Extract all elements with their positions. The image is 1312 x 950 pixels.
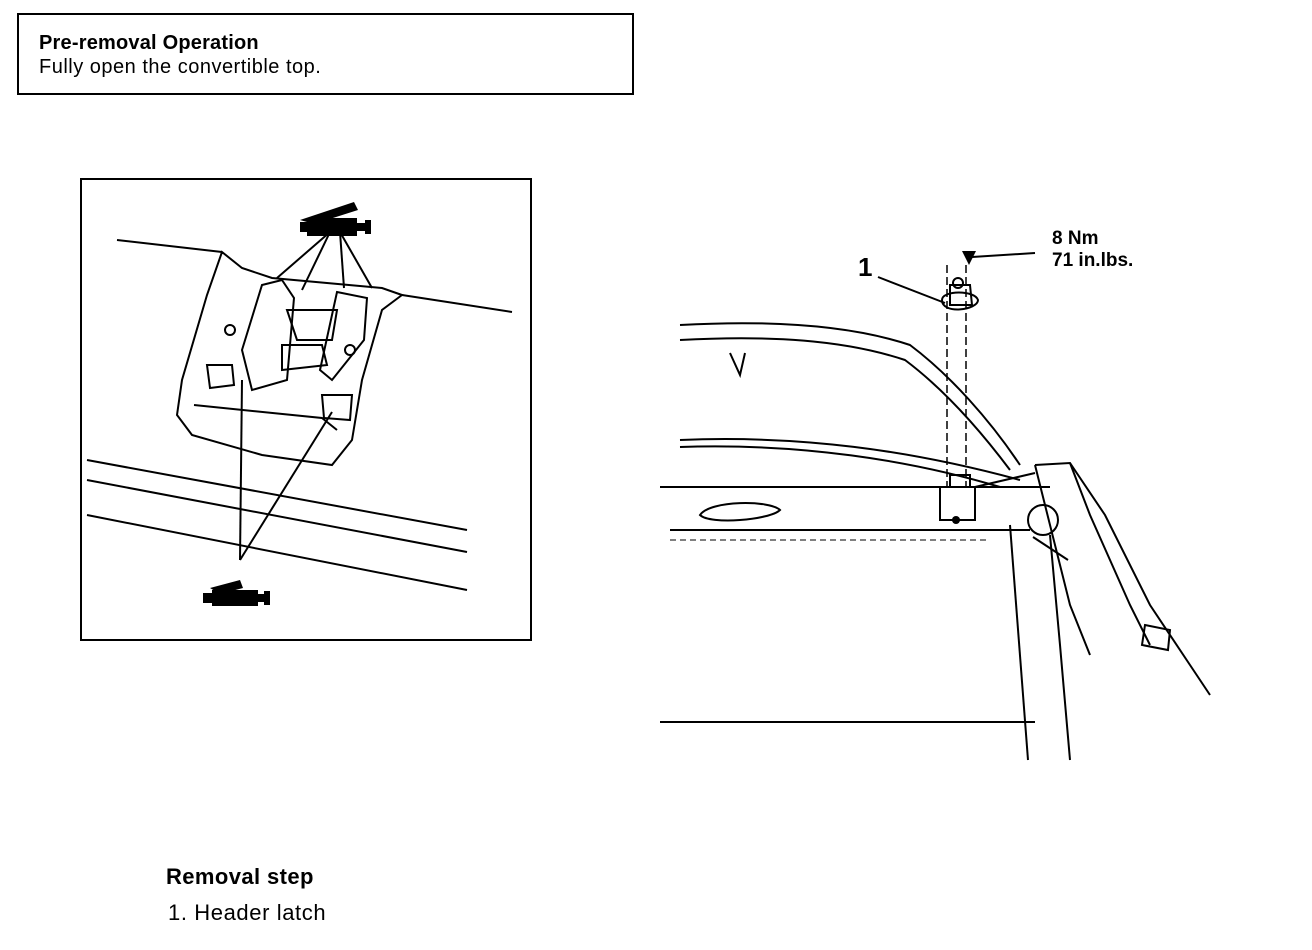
pre-removal-box: Pre-removal Operation Fully open the con… bbox=[17, 13, 634, 95]
removal-steps-title: Removal step bbox=[166, 864, 314, 889]
torque-spec: 8 Nm 71 in.lbs. bbox=[1052, 228, 1133, 272]
latch-detail-drawing bbox=[86, 202, 513, 606]
latch-detail-inset bbox=[80, 178, 532, 641]
windshield-header-drawing bbox=[660, 251, 1211, 761]
pre-removal-text: Fully open the convertible top. bbox=[39, 56, 322, 78]
callout-number-1: 1 bbox=[858, 252, 873, 282]
grease-gun-icon bbox=[300, 202, 371, 236]
torque-metric: 8 Nm bbox=[1052, 228, 1099, 249]
pre-removal-title: Pre-removal Operation bbox=[39, 32, 259, 54]
grease-gun-icon bbox=[203, 580, 270, 606]
removal-step-item: 1. Header latch bbox=[168, 900, 327, 925]
torque-imperial: 71 in.lbs. bbox=[1052, 250, 1134, 271]
